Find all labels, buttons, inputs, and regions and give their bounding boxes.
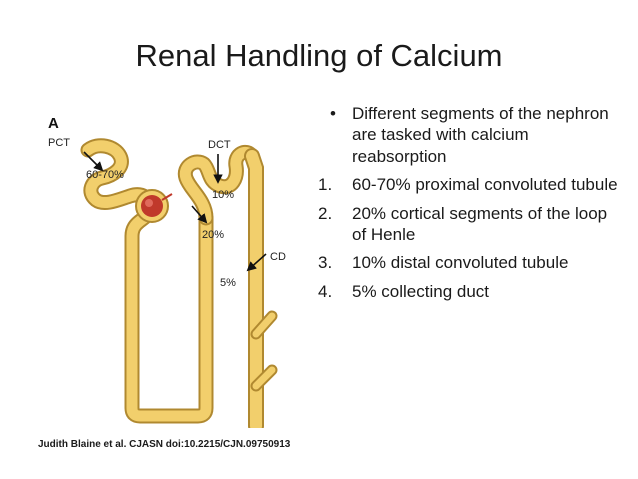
label-10: 10%: [212, 189, 234, 201]
list-item: 3. 10% distal convoluted tubule: [318, 252, 618, 273]
intro-text: Different segments of the nephron are ta…: [352, 104, 609, 166]
loop-of-henle: [80, 138, 214, 424]
nephron-svg: A PCT 60-70% DCT 10% 20% CD 5%: [48, 115, 286, 428]
list-text: 5% collecting duct: [352, 281, 490, 301]
list-item: 4. 5% collecting duct: [318, 281, 618, 302]
bullet-list: • Different segments of the nephron are …: [318, 103, 618, 309]
list-text: 20% cortical segments of the loop of Hen…: [352, 203, 608, 245]
list-text: 10% distal convoluted tubule: [352, 253, 569, 273]
list-item: 2. 20% cortical segments of the loop of …: [318, 203, 618, 246]
list-text: 60-70% proximal convoluted tubule: [352, 175, 618, 195]
collecting-duct: [244, 148, 278, 428]
label-20: 20%: [202, 229, 224, 241]
label-60-70: 60-70%: [86, 169, 124, 181]
list-item: 1. 60-70% proximal convoluted tubule: [318, 174, 618, 195]
bullet-marker: •: [330, 104, 336, 123]
intro-bullet: • Different segments of the nephron are …: [318, 103, 618, 167]
nephron-diagram: A PCT 60-70% DCT 10% 20% CD 5%: [40, 108, 340, 428]
label-pct: PCT: [48, 137, 70, 149]
glomerulus: [135, 189, 173, 223]
distal-convoluted-tubule: [177, 144, 260, 226]
reabsorption-arrows: [83, 151, 267, 272]
list-number: 2.: [318, 203, 333, 223]
list-number: 3.: [318, 253, 333, 273]
list-number: 4.: [318, 281, 333, 301]
label-5: 5%: [220, 277, 236, 289]
panel-label: A: [48, 115, 59, 132]
label-cd: CD: [270, 251, 286, 263]
list-number: 1.: [318, 175, 333, 195]
slide-title: Renal Handling of Calcium: [135, 38, 503, 73]
label-dct: DCT: [208, 139, 231, 151]
citation: Judith Blaine et al. CJASN doi:10.2215/C…: [38, 439, 291, 450]
